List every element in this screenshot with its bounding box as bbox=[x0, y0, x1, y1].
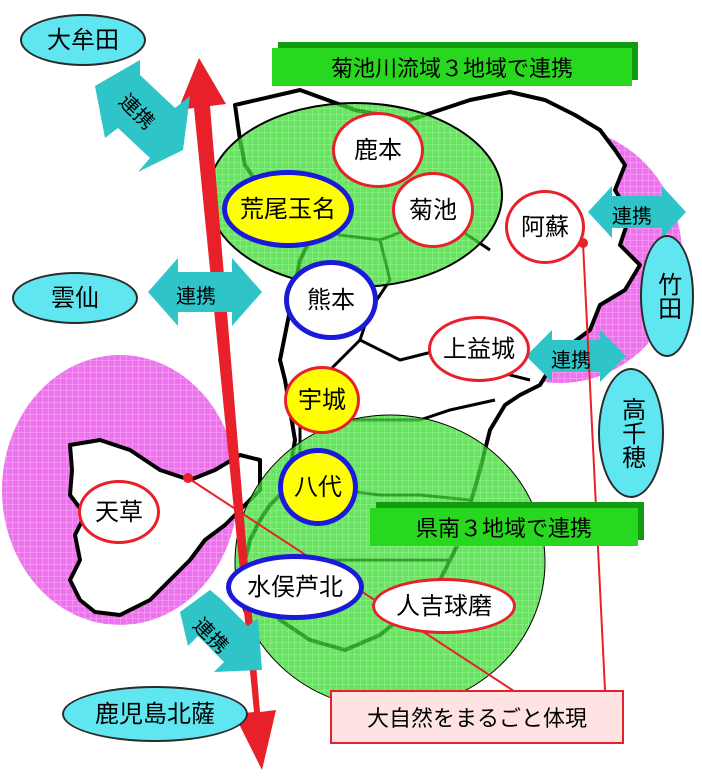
kikuchi-basin-banner: 菊池川流域３地域で連携 bbox=[272, 48, 632, 86]
region-kamimashiki[interactable]: 上益城 bbox=[428, 316, 530, 382]
renkei-label-kamimashiki: 連携 bbox=[551, 348, 591, 372]
amakusa-dot bbox=[183, 473, 193, 483]
red-axis-arrow bbox=[178, 58, 276, 770]
region-kagoshima-hokusatsu[interactable]: 鹿児島北薩 bbox=[62, 686, 248, 742]
region-amakusa[interactable]: 天草 bbox=[78, 480, 160, 544]
region-kikuchi[interactable]: 菊池 bbox=[392, 172, 474, 248]
region-omuta[interactable]: 大牟田 bbox=[20, 14, 146, 66]
takeda-text: 竹田 bbox=[653, 272, 682, 320]
renkei-label-aso: 連携 bbox=[612, 204, 652, 228]
region-minamata-ashikita[interactable]: 水俣芦北 bbox=[226, 554, 364, 620]
kennan-banner: 県南３地域で連携 bbox=[370, 508, 638, 546]
renkei-label-unzen: 連携 bbox=[176, 284, 216, 308]
region-kamoto[interactable]: 鹿本 bbox=[332, 112, 424, 188]
region-uki[interactable]: 宇城 bbox=[284, 366, 360, 434]
renkei-arrow-kagoshima bbox=[180, 590, 262, 672]
region-takachiho[interactable]: 高千穂 bbox=[598, 368, 664, 498]
renkei-arrow-unzen bbox=[148, 258, 262, 326]
region-kumamoto[interactable]: 熊本 bbox=[284, 260, 378, 340]
renkei-arrow-kamimashiki bbox=[526, 330, 626, 382]
region-arao-tamana[interactable]: 荒尾玉名 bbox=[222, 170, 354, 248]
region-aso[interactable]: 阿蘇 bbox=[505, 190, 585, 264]
takachiho-text: 高千穂 bbox=[617, 397, 646, 469]
renkei-arrow-aso bbox=[588, 186, 686, 238]
region-takeda[interactable]: 竹田 bbox=[640, 235, 694, 357]
nature-callout: 大自然をまるごと体現 bbox=[330, 690, 624, 744]
region-yatsushiro[interactable]: 八代 bbox=[278, 448, 358, 526]
renkei-arrow-omuta bbox=[95, 60, 190, 172]
region-unzen[interactable]: 雲仙 bbox=[12, 272, 138, 324]
region-hitoyoshi-kuma[interactable]: 人吉球磨 bbox=[372, 578, 516, 634]
